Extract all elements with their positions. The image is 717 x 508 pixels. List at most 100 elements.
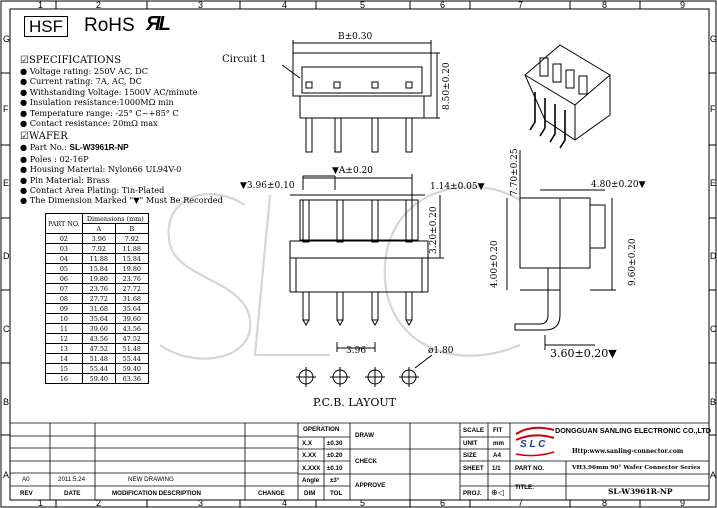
title-label: TITLE: — [515, 484, 535, 491]
spec-item: ● Insulation resistance:1000MΩ min — [20, 97, 174, 108]
proj-label: PROJ. — [463, 490, 482, 497]
ul-logo: ЯL — [146, 13, 171, 35]
rev-date: 2011.5.24 — [58, 476, 86, 483]
row-label-e-right: E — [710, 178, 717, 188]
row-label-g: G — [3, 34, 11, 44]
company-name: DONGGUAN SANLING ELECTRONIC CO.,LTD — [555, 426, 711, 435]
draw-label: DRAW — [355, 432, 374, 439]
operation-label: OPERATION — [303, 426, 340, 433]
checkbox-icon: ☑ — [20, 55, 29, 66]
row-label-f: F — [3, 104, 9, 114]
tol-angle-label: Angle — [302, 477, 320, 484]
dim-label: DIM — [304, 490, 316, 497]
slc-logo-icon — [515, 426, 555, 457]
pcb-layout-title: P.C.B. LAYOUT — [313, 396, 396, 409]
check-label: CHECK — [355, 458, 378, 465]
circuit-label: Circuit 1 — [222, 54, 267, 65]
pcb-hole-dia: ø1.80 — [428, 346, 454, 356]
dim-1-14: 1.14±0.05▼ — [430, 182, 485, 192]
rev-header: REV — [20, 490, 33, 497]
col-label-8: 8 — [602, 0, 608, 10]
col-label-6-bottom: 6 — [440, 498, 446, 508]
approve-label: APPROVE — [355, 482, 386, 489]
part-no-label: PART NO. — [515, 465, 545, 472]
tol-xxx-value: ±0.20 — [327, 452, 343, 459]
row-label-b-right: B — [710, 397, 717, 407]
tol-xxx-label: X.XX — [302, 452, 317, 459]
dim-b: B±0.30 — [338, 32, 373, 42]
wafer-item: ● Pin Material: Brass — [20, 174, 110, 185]
company-website: Http:www.sanling-connector.com — [572, 448, 684, 455]
col-label-1: 1 — [38, 0, 44, 10]
col-label-9: 9 — [680, 0, 686, 10]
modification-header: MODIFICATION DESCRIPTION — [112, 490, 201, 497]
row-label-a: A — [3, 470, 10, 480]
rohs-logo: RoHS — [84, 15, 135, 36]
date-header: DATE — [64, 490, 81, 497]
scale-label: SCALE — [463, 427, 484, 434]
col-label-7-bottom: 7 — [518, 498, 524, 508]
row-label-b: B — [3, 397, 10, 407]
title-value: SL-W3961R-NP — [608, 487, 673, 496]
specifications-section: ☑SPECIFICATIONS ● Voltage rating: 250V A… — [20, 55, 223, 206]
tol-angle-value: ±3° — [330, 477, 340, 484]
spec-item: ● Temperature range: -25° C~+85° C — [20, 107, 179, 118]
col-label-9-bottom: 9 — [680, 498, 686, 508]
change-header: CHANGE — [258, 490, 285, 497]
sheet-value: 1/1 — [492, 465, 501, 472]
size-label: SIZE — [463, 452, 477, 459]
rev-description: NEW DRAWING — [128, 476, 174, 483]
col-label-3: 3 — [198, 0, 204, 10]
wafer-heading: ☑WAFER — [20, 131, 68, 143]
row-label-d: D — [3, 251, 10, 261]
part-no-description: VH3.96mm 90° Wafer Connector Series — [572, 465, 701, 471]
projection-icon: ⊕◁ — [491, 488, 504, 497]
row-label-a-right: A — [710, 470, 717, 480]
pcb-pitch: 3.96 — [346, 346, 367, 356]
row-label-e: E — [3, 178, 10, 188]
dim-b-cell: 63.36 — [114, 373, 149, 384]
col-label-1-bottom: 1 — [38, 498, 44, 508]
tol-xx-value: ±0.30 — [327, 440, 343, 447]
sheet-label: SHEET — [463, 465, 484, 472]
col-label-4-bottom: 4 — [282, 498, 288, 508]
unit-value: mm — [493, 440, 505, 447]
col-label-2: 2 — [96, 0, 102, 10]
dim-4-80: 4.80±0.20▼ — [591, 180, 646, 190]
wafer-item: ● Contact Area Plating: Tin-Plated — [20, 185, 165, 196]
tol-xxxx-value: ±0.10 — [327, 465, 343, 472]
checkbox-icon: ☑ — [20, 131, 29, 143]
rev-value: A0 — [22, 476, 30, 483]
wafer-item: ● Poles : 02-16P — [20, 153, 89, 164]
row-label-f-right: F — [710, 104, 716, 114]
col-label-2-bottom: 2 — [96, 498, 102, 508]
spec-item: ● Contact resistance: 20mΩ max — [20, 118, 158, 129]
col-label-3-bottom: 3 — [198, 498, 204, 508]
row-label-d-right: D — [710, 251, 717, 261]
part-no-line: ● Part No.: SL-W3961R-NP — [20, 142, 129, 153]
tol-xx-label: X.X — [302, 440, 312, 447]
dim-a: ▼A±0.20 — [332, 166, 374, 176]
spec-item: ● Voltage rating: 250V AC, DC — [20, 66, 148, 76]
row-label-c-right: C — [710, 324, 717, 334]
dim-3-60: 3.60±0.20▼ — [550, 347, 617, 360]
col-label-5-bottom: 5 — [360, 498, 366, 508]
size-value: A4 — [493, 452, 501, 459]
tol-label: TOL — [330, 490, 343, 497]
company-logo: S L C — [512, 424, 558, 458]
row-label-g-right: G — [710, 34, 717, 44]
dim-3-96-pitch: ▼3.96±0.10 — [240, 181, 295, 191]
logo-text: S L C — [520, 439, 546, 450]
wafer-item: ● Housing Material: Nylon66 UL94V-0 — [20, 164, 182, 175]
col-label-7: 7 — [518, 0, 524, 10]
row-label-c: C — [3, 324, 10, 334]
col-label-4: 4 — [282, 0, 288, 10]
tol-xxxx-label: X.XXX — [302, 465, 321, 472]
